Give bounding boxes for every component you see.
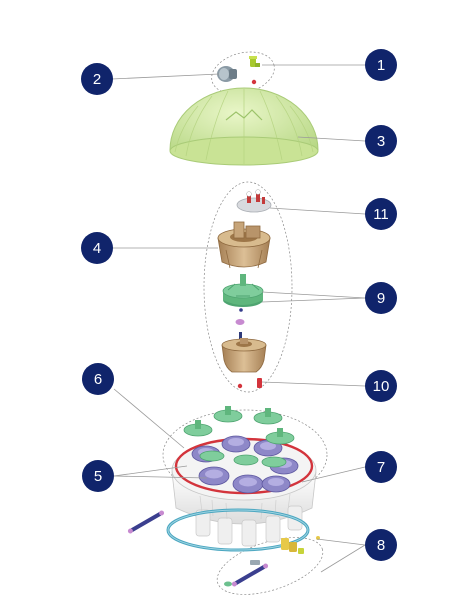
column-parts-outline (203, 181, 293, 393)
callout-label-11: 11 (373, 206, 389, 223)
green-spinner-caps (183, 409, 295, 468)
callout-label-2: 2 (93, 71, 101, 88)
leader-line-6 (113, 388, 185, 449)
leader-line-7 (301, 466, 366, 483)
base-assembly (171, 406, 317, 547)
pin-cap-part (236, 189, 272, 213)
green-dome-lid (169, 87, 319, 166)
callout-badge-8: 8 (365, 529, 397, 561)
leader-line-9a (261, 291, 366, 299)
yellow-fitting-part (281, 536, 320, 554)
callout-label-8: 8 (377, 537, 385, 554)
bottom-pin-part (231, 563, 269, 587)
callout-badge-10: 10 (365, 370, 397, 402)
callout-label-7: 7 (377, 459, 385, 476)
blue-hose-ring (166, 508, 310, 552)
callout-badge-5: 5 (82, 460, 114, 492)
green-rotor-part (222, 274, 264, 307)
bottom-parts-outline (216, 537, 324, 595)
callout-badge-3: 3 (365, 125, 397, 157)
bottom-small-parts (127, 510, 320, 587)
tan-upper-housing (217, 221, 271, 269)
callout-label-1: 1 (377, 57, 385, 74)
leader-line-11 (269, 207, 366, 215)
tan-lower-housing (221, 338, 267, 373)
left-pin-part (127, 510, 165, 534)
leader-line-3 (297, 136, 366, 142)
leader-lines (111, 64, 366, 573)
leader-line-5a (113, 465, 188, 477)
leader-line-8a (316, 538, 366, 546)
leader-line-5b (113, 475, 208, 479)
callout-badge-4: 4 (81, 232, 113, 264)
callout-badge-2: 2 (81, 63, 113, 95)
callout-badge-9: 9 (365, 282, 397, 314)
callout-badge-7: 7 (365, 451, 397, 483)
callout-label-9: 9 (377, 290, 385, 307)
callout-label-6: 6 (94, 371, 102, 388)
callout-label-10: 10 (373, 378, 390, 395)
green-plug-part (249, 56, 260, 67)
red-clip-part (251, 79, 257, 85)
leader-line-9b (261, 297, 366, 303)
callout-badges: 1 2 3 4 5 6 7 8 (81, 49, 397, 561)
leader-line-8b (320, 544, 366, 573)
callout-badge-6: 6 (82, 363, 114, 395)
base-feet (195, 505, 303, 547)
callout-badge-11: 11 (365, 198, 397, 230)
callout-label-4: 4 (93, 240, 101, 257)
callout-label-3: 3 (377, 133, 385, 150)
callout-label-5: 5 (94, 468, 102, 485)
shaft-small-parts (235, 308, 245, 342)
top-small-parts (217, 56, 260, 85)
grey-connector-part (217, 66, 237, 82)
leader-line-2 (111, 73, 220, 80)
callout-badge-1: 1 (365, 49, 397, 81)
leader-line-10 (261, 381, 366, 387)
red-valve-part (237, 378, 262, 389)
